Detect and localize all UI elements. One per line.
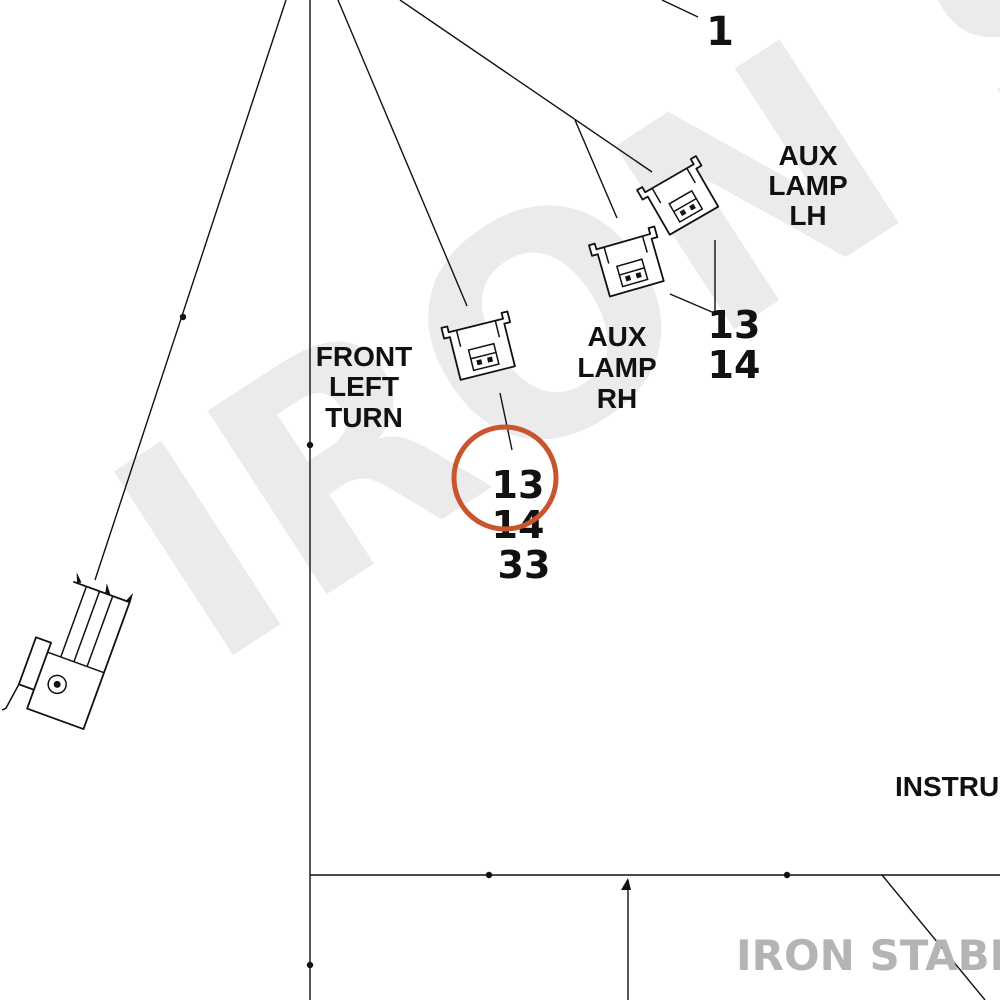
wire-junction-dot [306,961,314,969]
ref-number: 14 [708,343,761,387]
arrow-marker [621,878,631,890]
left-multi-pin-connector [1,572,134,730]
corner-watermark: IRON STABLE [736,931,1000,980]
watermark-text: IRON STABLE [59,0,1000,730]
wire-front-left-turn [337,0,468,307]
label-line: AUX [778,140,837,171]
label-line: TURN [325,402,403,433]
aux-lh-ref-numbers: 13 14 [708,303,761,387]
aux-lamp-lh-label: AUX LAMP LH [768,140,847,231]
highlight-circle [451,424,559,532]
leader-front-left [499,392,513,451]
ref-number: 13 [492,463,545,507]
wire-diagonal-lower [881,874,986,1000]
ref-number: 33 [498,543,551,587]
label-line: LAMP [577,352,656,383]
front-left-turn-label: FRONT LEFT TURN [316,341,412,433]
ref-number: 13 [708,303,761,347]
wire-junction-dot [485,871,493,879]
wire-junction-dot [306,441,314,449]
label-line: LEFT [329,371,399,402]
aux-lamp-rh-label: AUX LAMP RH [577,321,656,414]
wire-aux-lamp-lh [399,0,653,173]
aux-lamp-rh-connector [588,225,665,298]
wire-junction-dot [783,871,791,879]
label-line: LAMP [768,170,847,201]
leader-ref-1 [661,0,699,18]
label-line: RH [597,383,637,414]
aux-lamp-lh-connector [636,155,720,236]
wire-junction-dot [179,313,187,321]
label-line: AUX [587,321,646,352]
wires [94,0,1000,1000]
wire-left-connector [94,0,287,581]
leader-aux-lh-b [669,293,713,313]
label-line: FRONT [316,341,412,372]
instrument-label: INSTRUM [895,771,1000,802]
front-left-ref-numbers: 13 14 33 [492,463,551,587]
label-line: LH [789,200,826,231]
wire-aux-lamp-rh [574,119,618,219]
front-left-turn-connector [440,310,516,381]
ref-number-1: 1 [706,9,734,55]
